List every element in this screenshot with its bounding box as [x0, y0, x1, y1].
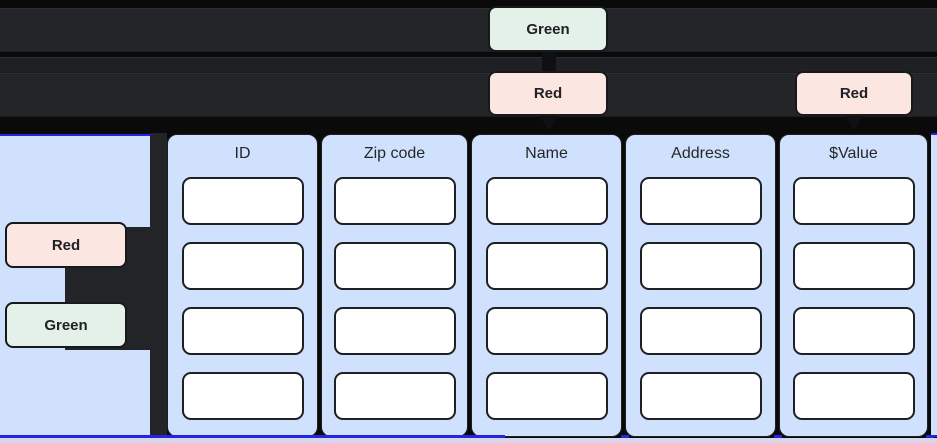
- column-cells: [181, 177, 304, 420]
- column-header: Zip code: [363, 145, 426, 162]
- column-header: $Value: [829, 145, 878, 162]
- pointer-arrow-value-icon: [844, 115, 864, 130]
- tag-green-left[interactable]: Green: [5, 302, 127, 348]
- column-address[interactable]: Address: [625, 134, 776, 437]
- selection-edge-tick: [621, 435, 629, 438]
- bottom-strip: [0, 438, 937, 443]
- field-cell: [639, 307, 762, 355]
- tag-red-left[interactable]: Red: [5, 222, 127, 268]
- field-cell: [792, 242, 915, 290]
- tag-red-name-column[interactable]: Red: [488, 71, 608, 116]
- tag-label: Red: [839, 85, 869, 102]
- tag-label: Green: [44, 316, 88, 334]
- column-header: Name: [525, 145, 568, 162]
- field-cell: [181, 307, 304, 355]
- tag-label: Green: [526, 20, 570, 38]
- column-cells: [792, 177, 915, 420]
- collapsed-row-top: [0, 8, 937, 52]
- field-cell: [792, 307, 915, 355]
- column-header: Address: [671, 145, 730, 162]
- field-cell: [639, 242, 762, 290]
- field-cell: [333, 372, 456, 420]
- field-cell: [485, 307, 608, 355]
- field-cell: [792, 177, 915, 225]
- column-header: ID: [234, 145, 251, 162]
- column-id[interactable]: ID: [167, 134, 318, 437]
- column-value[interactable]: $Value: [779, 134, 928, 437]
- tag-label: Red: [533, 85, 563, 102]
- field-cell: [792, 372, 915, 420]
- selection-edge-line: [0, 435, 505, 438]
- field-cell: [485, 242, 608, 290]
- field-cell: [333, 307, 456, 355]
- connector-green-to-red: [542, 50, 556, 73]
- tag-label: Red: [51, 236, 81, 254]
- pointer-arrow-name-icon: [539, 115, 559, 130]
- column-zip-code[interactable]: Zip code: [321, 134, 468, 437]
- column-name[interactable]: Name: [471, 134, 622, 437]
- field-cell: [333, 177, 456, 225]
- selection-edge-tick: [926, 435, 934, 438]
- collapsed-row-bottom: [0, 73, 937, 117]
- column-cells: [485, 177, 608, 420]
- column-cells: [639, 177, 762, 420]
- collapsed-row-middle: [0, 57, 937, 73]
- selection-edge-tick: [774, 435, 782, 438]
- field-cell: [181, 372, 304, 420]
- field-cell: [181, 242, 304, 290]
- field-cell: [181, 177, 304, 225]
- field-cell: [333, 242, 456, 290]
- tag-red-value-column[interactable]: Red: [795, 71, 913, 116]
- partial-column-right: [931, 133, 937, 437]
- tag-green-top[interactable]: Green: [488, 6, 608, 52]
- field-cell: [485, 372, 608, 420]
- field-cell: [639, 177, 762, 225]
- field-cell: [639, 372, 762, 420]
- column-cells: [333, 177, 456, 420]
- field-cell: [485, 177, 608, 225]
